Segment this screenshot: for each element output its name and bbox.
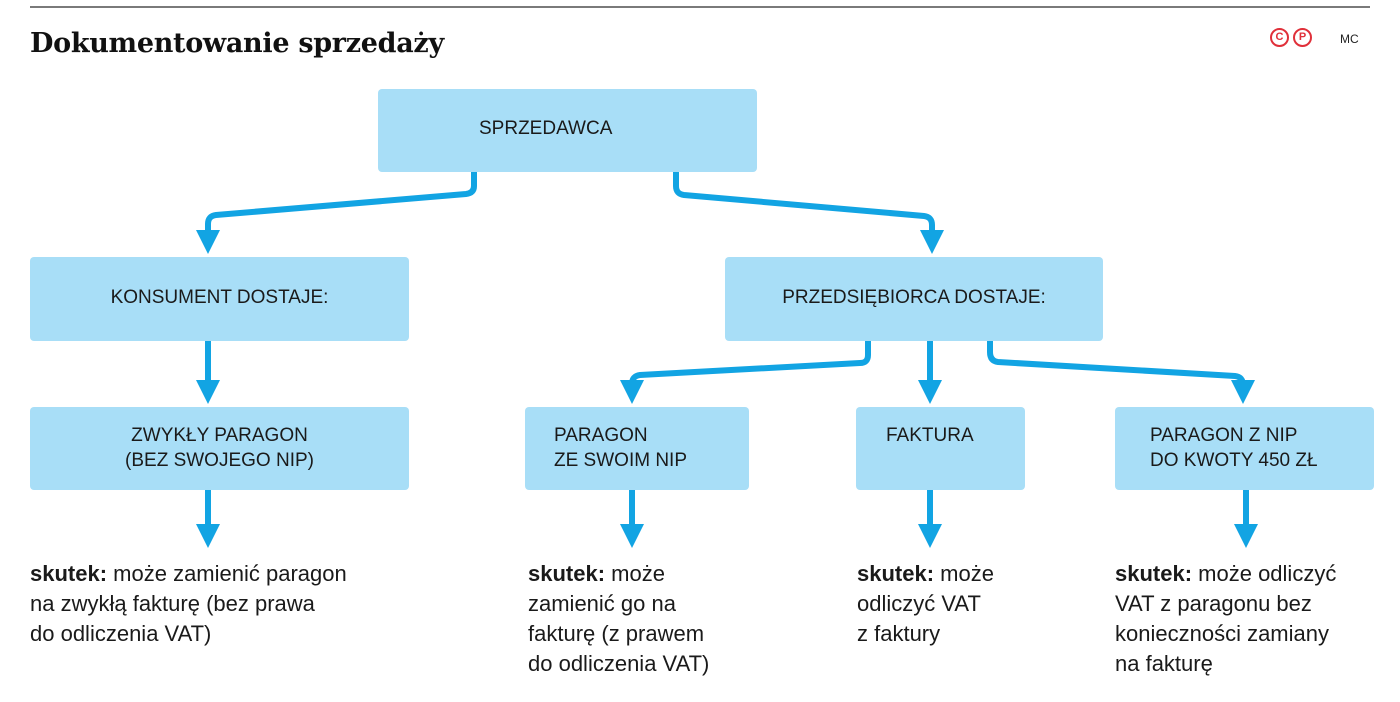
node-receipt-plain: ZWYKŁY PARAGON (BEZ SWOJEGO NIP): [30, 407, 409, 490]
result-label: skutek:: [1115, 561, 1193, 586]
arrow-seller-to-consumer: [196, 172, 477, 254]
result-consumer-receipt: skutek: może zamienić paragon na zwykłą …: [30, 561, 347, 646]
result-receipt-own-nip: skutek: może zamienić go na fakturę (z p…: [528, 561, 710, 676]
arrow-business-to-nip450: [987, 341, 1255, 404]
node-receipt-plain-line2: (BEZ SWOJEGO NIP): [125, 450, 314, 471]
node-consumer: KONSUMENT DOSTAJE:: [30, 257, 409, 341]
result-label: skutek:: [528, 561, 606, 586]
author-initials: MC: [1340, 32, 1359, 46]
node-receipt-nip-450-line1: PARAGON Z NIP: [1150, 425, 1298, 446]
result-label: skutek:: [30, 561, 108, 586]
page-title: Dokumentowanie sprzedaży: [30, 28, 444, 59]
copyright-icon: C: [1270, 28, 1289, 47]
copyright-marks: C P: [1270, 28, 1312, 47]
node-receipt-nip-450-line2: DO KWOTY 450 ZŁ: [1150, 450, 1318, 471]
arrow-business-to-own-nip: [620, 341, 871, 404]
top-rule: [30, 6, 1370, 8]
result-label: skutek:: [857, 561, 935, 586]
phonogram-icon: P: [1293, 28, 1312, 47]
node-receipt-own-nip-line1: PARAGON: [554, 425, 648, 446]
node-receipt-nip-450: PARAGON Z NIP DO KWOTY 450 ZŁ: [1115, 407, 1374, 490]
node-business-label: PRZEDSIĘBIORCA DOSTAJE:: [782, 286, 1046, 308]
node-seller-label: SPRZEDAWCA: [479, 118, 613, 139]
node-receipt-own-nip: PARAGON ZE SWOIM NIP: [525, 407, 749, 490]
node-consumer-label: KONSUMENT DOSTAJE:: [110, 286, 329, 308]
result-receipt-nip-450: skutek: może odliczyć VAT z paragonu bez…: [1115, 561, 1337, 676]
node-receipt-plain-line1: ZWYKŁY PARAGON: [131, 425, 308, 446]
result-invoice: skutek: może odliczyć VAT z faktury: [857, 561, 994, 646]
node-business: PRZEDSIĘBIORCA DOSTAJE:: [725, 257, 1103, 341]
node-seller: SPRZEDAWCA: [378, 89, 757, 172]
node-invoice: FAKTURA: [856, 407, 1025, 490]
arrow-seller-to-business: [673, 172, 944, 254]
node-invoice-line1: FAKTURA: [886, 425, 974, 446]
node-receipt-own-nip-line2: ZE SWOIM NIP: [554, 450, 687, 471]
